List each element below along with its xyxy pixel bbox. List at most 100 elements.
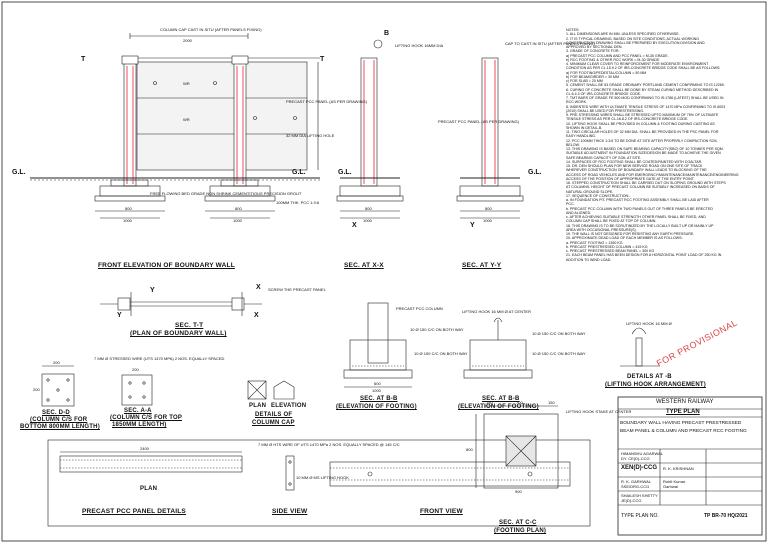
note-line: CL.6.4.3 OF IRS-CONCRETE BRIDGE CODE.: [566, 91, 642, 96]
lifting-hook-label: LIFTING HOOK 16MM DIA: [395, 43, 444, 48]
note-line: CONDITION AS PER CL.15.9.2 OF IRS-CONCRE…: [566, 66, 721, 71]
column-cap-title2: COLUMN CAP: [252, 420, 295, 426]
t-marker-left: T: [81, 56, 86, 63]
dim-700: 700: [516, 400, 523, 405]
signatory-2: XEN(D)-CCG: [621, 465, 657, 471]
desc-line-2: BEAM PANEL & COLUMN AND PRECAST RCC FOOT…: [620, 429, 747, 434]
front-view-label: FRONT VIEW: [420, 508, 463, 515]
panel-plan-label: PLAN: [140, 486, 158, 492]
hts-wire-note: 7 MM Ø HTS WIRE OF UTS 1470 MPa 2 NOS. E…: [258, 442, 400, 447]
hook-stake-label: LIFTING HOOK STAKE AT CENTER: [566, 409, 632, 414]
t-marker-right: T: [320, 56, 325, 63]
sec-aa-title: SEC. A-A: [124, 408, 152, 414]
note-line: a) FOR FOOTING/PEDESTAL/COLUMN = 50 MM: [566, 70, 647, 75]
note-line: 14. SURFACES OF RCC FOOTING SHALL BE COA…: [566, 159, 703, 164]
panel-wr-label: WR: [183, 117, 190, 122]
note-line: AREA WITH OCCASIONAL PRESSURE(S).: [566, 227, 637, 232]
dim-200-aa: 200: [132, 367, 139, 372]
note-line: 5. CEMENT SHALL BE 53 GRADE ORDINARY POR…: [566, 83, 725, 88]
lifting-hole-label: 32 MM DIA LIFTING HOLE: [286, 133, 335, 138]
note-line: a) PRECAST PCC COLUMN AND PCC PANEL = M-…: [566, 53, 669, 58]
lifting-hook-b-label: LIFTING HOOK 16 MM Ø: [626, 321, 672, 326]
note-line: SUITABLE ADJUSTMENT IN FOUNDATION SIZE/D…: [566, 151, 721, 156]
note-line: a. IN FOUNDATION PIT, PRECAST RCC FOOTIN…: [566, 198, 709, 202]
note-line: (2010) SHALL BE USED FOR PRESTRESSING.: [566, 108, 645, 113]
sec-dd-title: SEC. D-D: [42, 410, 70, 416]
note-line: 4. MINIMUM CLEAR COVER TO REINFORCEMENT …: [566, 62, 709, 66]
note-line: 11. TWO CIRCULAR HOLES OF 32 MM DIA. SHA…: [566, 130, 719, 134]
dim-150-right: 150: [548, 400, 555, 405]
sec-xx-title: SEC. AT X-X: [344, 262, 384, 269]
dim-600: 600: [374, 381, 381, 386]
dim-1000-yy: 1000: [483, 218, 492, 223]
type-plan-label: TYPE PLAN: [666, 409, 700, 415]
dim-900-cc: 900: [515, 489, 522, 494]
note-line: a. PRECAST FOOTING = 1350 KG: [566, 240, 623, 245]
note-line: 15. DR. DEN SHOULD PLAN FOR NEW SERVICE …: [566, 164, 703, 168]
bar-label-4: 10 Ø 150 C/C ON BOTH WAY: [532, 351, 586, 356]
note-line: ADDITION TO WIND LOAD.: [566, 257, 612, 262]
ground-level-xx: G.L.: [338, 169, 352, 176]
note-line: b. PRECAST PRESTRESSED COLUMN = 415 KG: [566, 244, 648, 249]
x-marker-top: X: [256, 284, 261, 291]
note-line: 1. ALL DIMENSIONS ARE IN MM. UNLESS SPEC…: [566, 32, 680, 37]
note-line: WHEREVER CONSTRUCTION OF BOUNDARY WALL L…: [566, 168, 707, 173]
panel-wr-label: WR: [183, 81, 190, 86]
note-line: SAFE BEARING CAPACITY OF SOIL AT SITE.: [566, 155, 642, 160]
note-line: b) FOR BEAM/GIRDER = 30 MM: [566, 74, 620, 79]
details-b-subtitle: (LIFTING HOOK ARRANGEMENT): [605, 382, 706, 388]
x-marker-bottom: X: [254, 312, 259, 319]
note-line: 17. SEQUENCE OF CONSTRUCTION:-: [566, 193, 631, 198]
sec-aa-subtitle2: 1850MM LENGTH): [112, 422, 167, 428]
column-cap-title: DETAILS OF: [255, 412, 293, 418]
ground-level-right: G.L.: [292, 169, 306, 176]
cap-elevation-label: ELEVATION: [271, 403, 307, 409]
sec-cc-title: SEC. AT C-C: [499, 520, 537, 526]
note-line: 3. GRADE OF CONCRETE FOR:: [566, 49, 620, 54]
dim-800-cc: 800: [466, 447, 473, 452]
note-line: 7. TMT BARS OF GRADE FE 500 MOD CONFIRMI…: [566, 96, 724, 100]
signatory-2-name: R. K. KRISHNAN: [663, 466, 694, 471]
dim-1000-bb: 1000: [372, 388, 381, 393]
dim-800: 800: [235, 206, 242, 211]
notes-lines: 1. ALL DIMENSIONS ARE IN MM. UNLESS SPEC…: [566, 32, 762, 262]
signatory-1-role: DY. CE(D)-CCG: [621, 456, 650, 461]
sec-yy-title: SEC. AT Y-Y: [462, 262, 502, 269]
sec-tt-title: SEC. T-T: [175, 322, 204, 329]
stressed-wire-note: 7 MM Ø STRESSED WIRE (UTS 1470 MPA) 2 NO…: [94, 356, 225, 361]
bar-label-1: 10 Ø 150 C/C ON BOTH WAY: [410, 327, 464, 332]
dim-2400: 2400: [140, 446, 149, 451]
note-line: PCC.: [566, 202, 575, 207]
note-line: 20. APPROXIMATE DEAD LOAD OF EACH MEMBER…: [566, 236, 683, 241]
note-line: 16. STEPPED CONSTRUCTION SHALL BE CARRIE…: [566, 181, 726, 185]
note-line: 21. EACH BEAM PANEL HAS BEEN DESIGN FOR …: [566, 253, 722, 258]
signature-3: Rohit Kumar: [663, 479, 686, 484]
sec-bb-right-title: SEC. AT B-B: [482, 396, 520, 402]
note-line: EASY HANDLING.: [566, 134, 597, 139]
cap-plan-label: PLAN: [249, 403, 267, 409]
screw-panel-note: SCREW THE PRECAST PANEL: [268, 287, 326, 292]
front-elevation-title: FRONT ELEVATION OF BOUNDARY WALL: [98, 262, 235, 269]
note-line: 13. THIS DRAWING IS BASED ON SAFE BEARIN…: [566, 147, 724, 151]
details-b-title: DETAILS AT -B: [627, 374, 672, 380]
note-line: COLUMN CAP SHALL BE FIXED AT TOP OF COLU…: [566, 219, 657, 224]
column-cap-label: COLUMN CAP CAST IN SITU (AFTER PANELS FI…: [160, 27, 262, 32]
ground-level-yy: G.L.: [528, 169, 542, 176]
note-line: SHOWN IN DETAIL-B.: [566, 125, 603, 130]
sec-tt-subtitle: (PLAN OF BOUNDARY WALL): [130, 330, 227, 337]
note-line: AND ALIGNED.: [566, 210, 592, 215]
note-line: 2. IT IS TYPICAL DRAWING. BASED ON SITE …: [566, 36, 700, 41]
dim-800: 800: [125, 206, 132, 211]
note-line: ACCESS OF THE POSITION OF APPROPRIATE GA…: [566, 176, 695, 181]
sec-bb-left-subtitle: (ELEVATION OF FOOTING): [336, 404, 417, 410]
note-line: BELOW.: [566, 142, 580, 147]
desc-line-1: BOUNDARY WALL HAVING PRECAST PRESTRESSED: [620, 421, 742, 426]
general-notes: NOTES: 1. ALL DIMENSIONS ARE IN MM. UNLE…: [566, 28, 762, 262]
side-view-label: SIDE VIEW: [272, 508, 308, 515]
dim-2000: 2000: [183, 38, 192, 43]
b-marker: B: [384, 30, 390, 37]
plan-no: TP BR-70 HQ/2021: [704, 513, 748, 519]
note-line: 18. THIS DRAWING IS TO BE SCRUTINIZED BY…: [566, 223, 714, 228]
